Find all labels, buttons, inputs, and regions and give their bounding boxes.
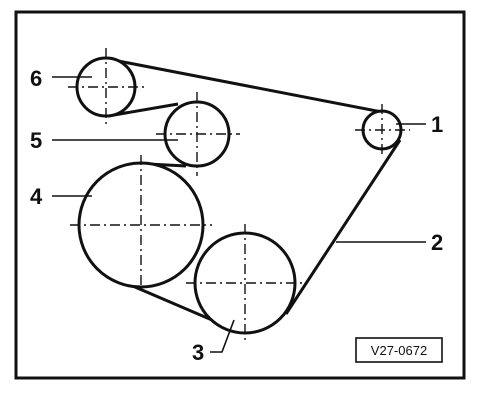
figure-code: V27-0672 — [371, 343, 427, 358]
callout-2: 2 — [431, 230, 443, 255]
figure-code-box: V27-0672 — [355, 337, 443, 363]
leader-lines — [52, 76, 426, 353]
diagram-frame — [14, 10, 466, 380]
leader-3 — [210, 319, 235, 353]
centre-lines — [68, 48, 410, 342]
belt-top-run — [107, 57, 383, 114]
pulley-6 — [75, 56, 137, 118]
callout-4: 4 — [30, 184, 43, 209]
callout-5: 5 — [30, 128, 42, 153]
belt-right-run — [284, 139, 402, 315]
callout-1: 1 — [431, 112, 443, 137]
callout-3: 3 — [192, 340, 204, 365]
callout-6: 6 — [30, 66, 42, 91]
pulleys — [75, 56, 403, 335]
